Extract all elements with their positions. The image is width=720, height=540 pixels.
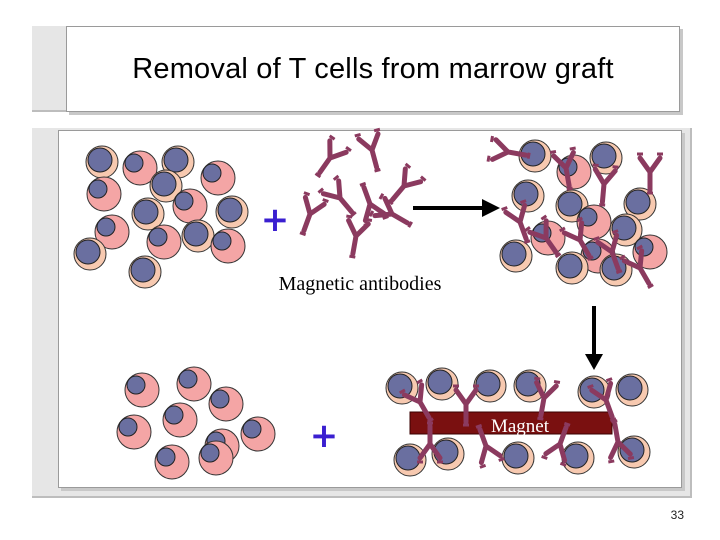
antibody: [291, 193, 329, 239]
mixed-cell-cluster: [73, 145, 249, 289]
title-frame: Removal of T cells from marrow graft: [66, 26, 680, 112]
t-cell: [555, 251, 589, 285]
antibody: [340, 216, 372, 259]
t-cell: [499, 239, 533, 273]
t-cell: [561, 441, 595, 475]
t-cell: [128, 255, 162, 289]
antibody: [637, 154, 663, 193]
marrow-cell: [172, 188, 208, 224]
marrow-cell: [198, 440, 234, 476]
t-cell: [73, 237, 107, 271]
marrow-cell: [208, 386, 244, 422]
depleted-cell-cluster: [116, 366, 276, 480]
t-cell: [511, 179, 545, 213]
marrow-cell: [124, 372, 160, 408]
magnet-assembly: Magnet: [385, 367, 651, 477]
t-cell: [501, 441, 535, 475]
t-cell: [425, 367, 459, 401]
t-cell: [215, 195, 249, 229]
t-cell: [181, 219, 215, 253]
title-frame-bevel: [30, 24, 68, 112]
slide-title: Removal of T cells from marrow graft: [132, 52, 614, 85]
t-cell: [617, 435, 651, 469]
marrow-cell: [154, 444, 190, 480]
t-cell: [615, 373, 649, 407]
arrow-down: [585, 306, 603, 370]
plus-sign-top: +: [261, 200, 290, 240]
antibodies-label: Magnetic antibodies: [279, 273, 442, 295]
marrow-cell: [176, 366, 212, 402]
marrow-cell: [116, 414, 152, 450]
marrow-cell: [210, 228, 246, 264]
page-number: 33: [670, 508, 684, 522]
marrow-cell: [240, 416, 276, 452]
antibody: [355, 129, 390, 173]
magnet-label: Magnet: [491, 416, 550, 437]
marrow-cell: [200, 160, 236, 196]
marrow-cell: [162, 402, 198, 438]
antibody-cluster: [291, 129, 426, 259]
labeled-cell-cluster: [488, 136, 668, 293]
marrow-cell: [556, 154, 592, 190]
marrow-cell: [86, 176, 122, 212]
antibody: [351, 180, 389, 226]
arrow-right: [413, 199, 500, 217]
t-cell: [85, 145, 119, 179]
marrow-cell: [146, 224, 182, 260]
plus-sign-bottom: +: [310, 416, 339, 456]
antibody: [307, 136, 351, 183]
